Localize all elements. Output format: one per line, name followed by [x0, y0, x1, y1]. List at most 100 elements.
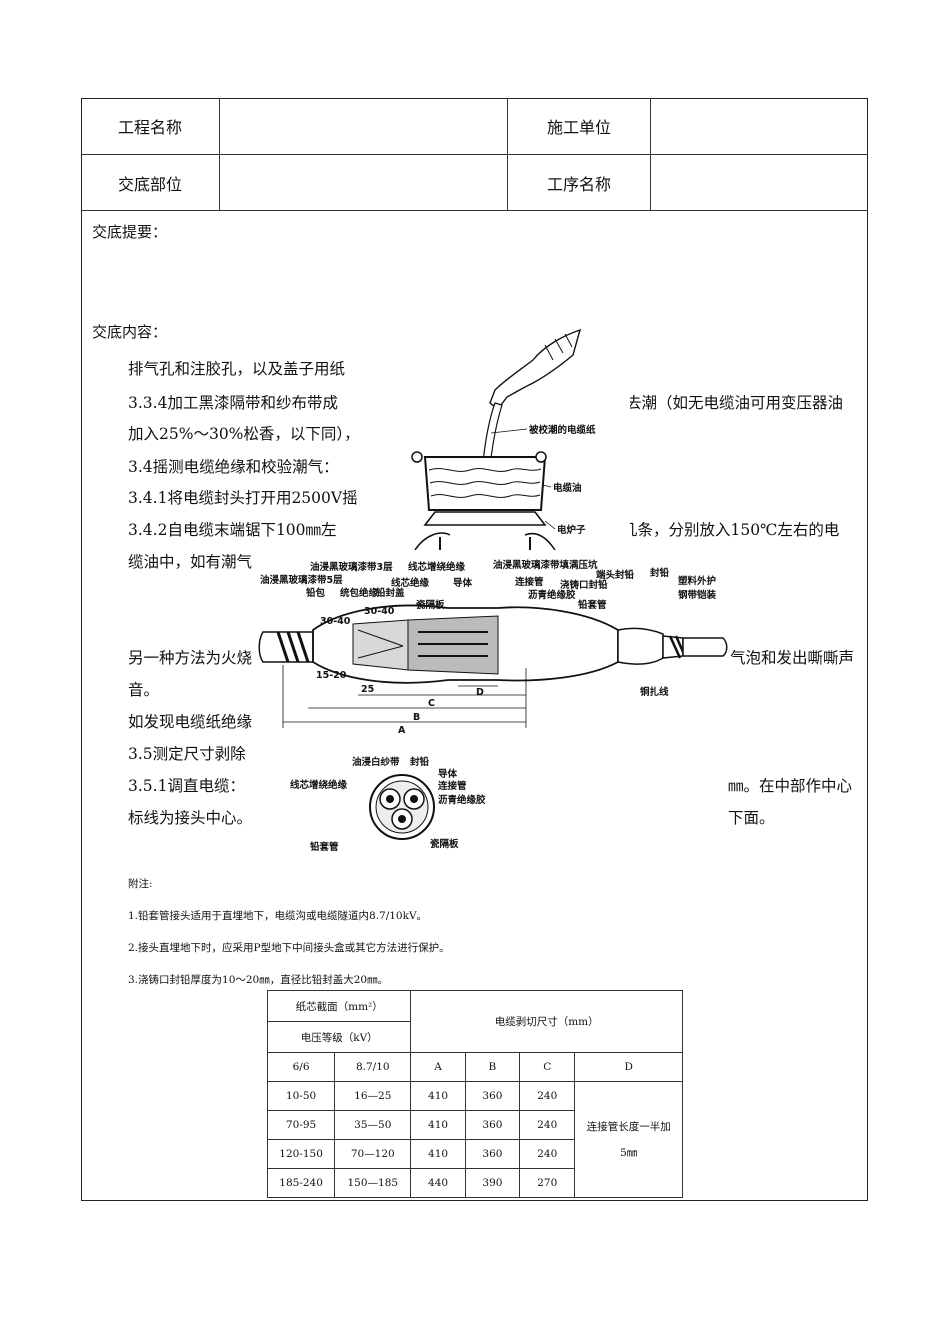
- fig2-label-belt-insulation: 统包绝缘: [340, 587, 379, 599]
- header-col-divider-1: [219, 98, 220, 210]
- fig2-label-lead-sleeve: 铅套管: [578, 599, 607, 611]
- project-name-value[interactable]: [220, 98, 507, 154]
- joint-structure-figure: C B A D 15-20 25 30-40 30-40 油浸黑玻璃漆带3层 油…: [258, 550, 728, 735]
- notes-title: 附注:: [128, 878, 153, 890]
- table-cell: 10-50: [266, 1081, 336, 1111]
- table-cell: 35—50: [334, 1110, 412, 1140]
- content-label: 交底内容：: [92, 323, 168, 341]
- body-line-13-left: 标线为接头中心。: [128, 809, 253, 827]
- fig1-label-paper: 被校潮的电缆纸: [529, 424, 596, 436]
- fig3-label-core-extra: 线芯增绕绝缘: [290, 779, 348, 791]
- body-line-1-left: 排气孔和注胶孔，以及盖子用纸: [128, 360, 346, 378]
- column-header: A: [410, 1052, 466, 1082]
- body-line-7-left: 缆油中，如有潮气: [128, 553, 253, 571]
- fig2-label-plastic: 塑料外护: [678, 575, 716, 587]
- body-line-10-left: 如发现电缆纸绝缘: [128, 713, 253, 731]
- table-cell: 270: [519, 1168, 576, 1198]
- fig1-label-oil: 电缆油: [553, 482, 582, 494]
- fig3-label-connector: 连接管: [438, 780, 467, 792]
- fig2-label-armor: 钢带铠装: [678, 589, 717, 601]
- note-3: 3.浇铸口封铅厚度为10～20㎜，直径比铅封盖大20㎜。: [128, 974, 389, 986]
- table-cell: 240: [519, 1081, 576, 1111]
- header-col-divider-2: [507, 98, 508, 210]
- table-cell: 120-150: [266, 1139, 336, 1169]
- dim-a-label: A: [398, 725, 406, 735]
- briefing-part-value[interactable]: [220, 155, 507, 210]
- dim-30-40-left: 30-40: [320, 616, 351, 627]
- process-name-value[interactable]: [651, 155, 867, 210]
- section-header: 纸芯截面（mm²）: [266, 990, 412, 1022]
- table-row: 10-50 16—25 410 360 240 连接管长度一半加5㎜: [266, 1081, 683, 1198]
- dim-15-20: 15-20: [316, 670, 347, 681]
- table-row: 70-95 35—50 410 360 240: [266, 1110, 683, 1140]
- fig2-label-core-extra: 线芯增绕绝缘: [408, 561, 466, 573]
- dim-30-40-right: 30-40: [364, 606, 395, 617]
- header-col-divider-3: [650, 98, 651, 210]
- header-bottom-divider: [81, 210, 868, 211]
- voltage-header: 电压等级（kV）: [266, 1021, 412, 1053]
- fig2-label-conductor: 导体: [453, 577, 473, 589]
- body-line-12-right: ㎜。在中部作中心: [728, 777, 853, 795]
- table-cell: 410: [410, 1081, 466, 1111]
- body-line-2-left: 3.3.4加工黑漆隔带和纱布带成: [128, 394, 338, 412]
- table-cell: 16—25: [334, 1081, 412, 1111]
- table-cell: 240: [519, 1139, 576, 1169]
- fig2-label-asphalt: 沥青绝缘胶: [528, 589, 576, 601]
- body-line-8-left: 另一种方法为火烧: [128, 649, 253, 667]
- body-line-13-right: 下面。: [728, 809, 775, 827]
- body-line-2-right: 去潮（如无电缆油可用变压器油: [626, 394, 844, 412]
- column-header: D: [574, 1052, 683, 1082]
- note-2: 2.接头直埋地下时，应采用P型地下中间接头盒或其它方法进行保护。: [128, 942, 450, 954]
- fig2-label-lead: 铅包: [306, 587, 326, 599]
- dim-d-label: D: [476, 687, 484, 698]
- cross-section-figure: 油浸白纱带 封铅 导体 线芯增绕绝缘 连接管 沥青绝缘胶 铅套管 瓷隔板: [290, 755, 530, 855]
- body-line-6-right: 几条，分别放入150℃左右的电: [622, 521, 840, 539]
- fig2-label-core-insulation: 线芯绝缘: [391, 577, 430, 589]
- fig3-label-porcelain: 瓷隔板: [430, 838, 459, 850]
- column-header: C: [519, 1052, 576, 1082]
- fig3-label-lead: 封铅: [410, 756, 430, 768]
- body-line-11-left: 3.5测定尺寸剥除: [128, 745, 246, 763]
- table-cell: 410: [410, 1110, 466, 1140]
- moisture-test-figure: 被校潮的电缆纸 电缆油 电炉子: [395, 325, 630, 550]
- project-name-label: 工程名称: [117, 118, 182, 137]
- table-row: 185-240 150—185 440 390 270: [266, 1168, 683, 1198]
- dim-c-label: C: [428, 698, 435, 709]
- d-value-cell: 连接管长度一半加5㎜: [574, 1081, 683, 1198]
- body-line-6-left: 3.4.2自电缆末端锯下100㎜左: [128, 521, 337, 539]
- table-cell: 240: [519, 1110, 576, 1140]
- table-cell: 150—185: [334, 1168, 412, 1198]
- table-cell: 390: [464, 1168, 521, 1198]
- fig2-label-seal-lead: 封铅: [650, 567, 670, 579]
- table-cell: 360: [464, 1139, 521, 1169]
- body-line-9-left: 音。: [128, 681, 160, 699]
- cut-size-header: 电缆剥切尺寸（mm）: [410, 990, 683, 1053]
- fig2-label-tape3: 油浸黑玻璃漆带3层: [310, 561, 393, 573]
- construction-unit-value[interactable]: [651, 98, 867, 154]
- fig3-label-lead-sleeve: 铅套管: [310, 841, 339, 853]
- fig2-label-lead-cap: 铅封盖: [376, 587, 405, 599]
- fig1-label-stove: 电炉子: [557, 524, 586, 536]
- header-row-divider: [81, 154, 868, 155]
- dim-b-label: B: [413, 712, 420, 723]
- body-line-8-right: 气泡和发出嘶嘶声: [730, 649, 855, 667]
- table-cell: 360: [464, 1081, 521, 1111]
- fig3-label-white-tape: 油浸白纱带: [352, 756, 400, 768]
- column-header: 8.7/10: [334, 1052, 412, 1082]
- table-cell: 185-240: [266, 1168, 336, 1198]
- fig3-label-conductor: 导体: [438, 768, 458, 780]
- fig2-label-filled-tape: 油浸黑玻璃漆带填满压坑: [493, 559, 598, 571]
- fig2-label-tape5: 油浸黑玻璃漆带5层: [260, 574, 343, 586]
- process-name-label: 工序名称: [546, 174, 611, 194]
- table-cell: 360: [464, 1110, 521, 1140]
- table-row: 120-150 70—120 410 360 240: [266, 1139, 683, 1169]
- briefing-part-label: 交底部位: [117, 174, 182, 194]
- table-cell: 70—120: [334, 1139, 412, 1169]
- dim-25: 25: [361, 684, 374, 695]
- cable-cut-dimension-table: 纸芯截面（mm²） 电缆剥切尺寸（mm） 电压等级（kV） 6/6 8.7/10…: [266, 990, 683, 1198]
- fig2-label-porcelain: 瓷隔板: [416, 599, 445, 611]
- body-line-3-left: 加入25%～30%松香，以下同），: [128, 425, 360, 443]
- summary-label: 交底提要：: [92, 223, 168, 241]
- fig3-label-asphalt: 沥青绝缘胶: [438, 794, 486, 806]
- note-1: 1.铅套管接头适用于直埋地下，电缆沟或电缆隧道内8.7/10kV。: [128, 910, 428, 922]
